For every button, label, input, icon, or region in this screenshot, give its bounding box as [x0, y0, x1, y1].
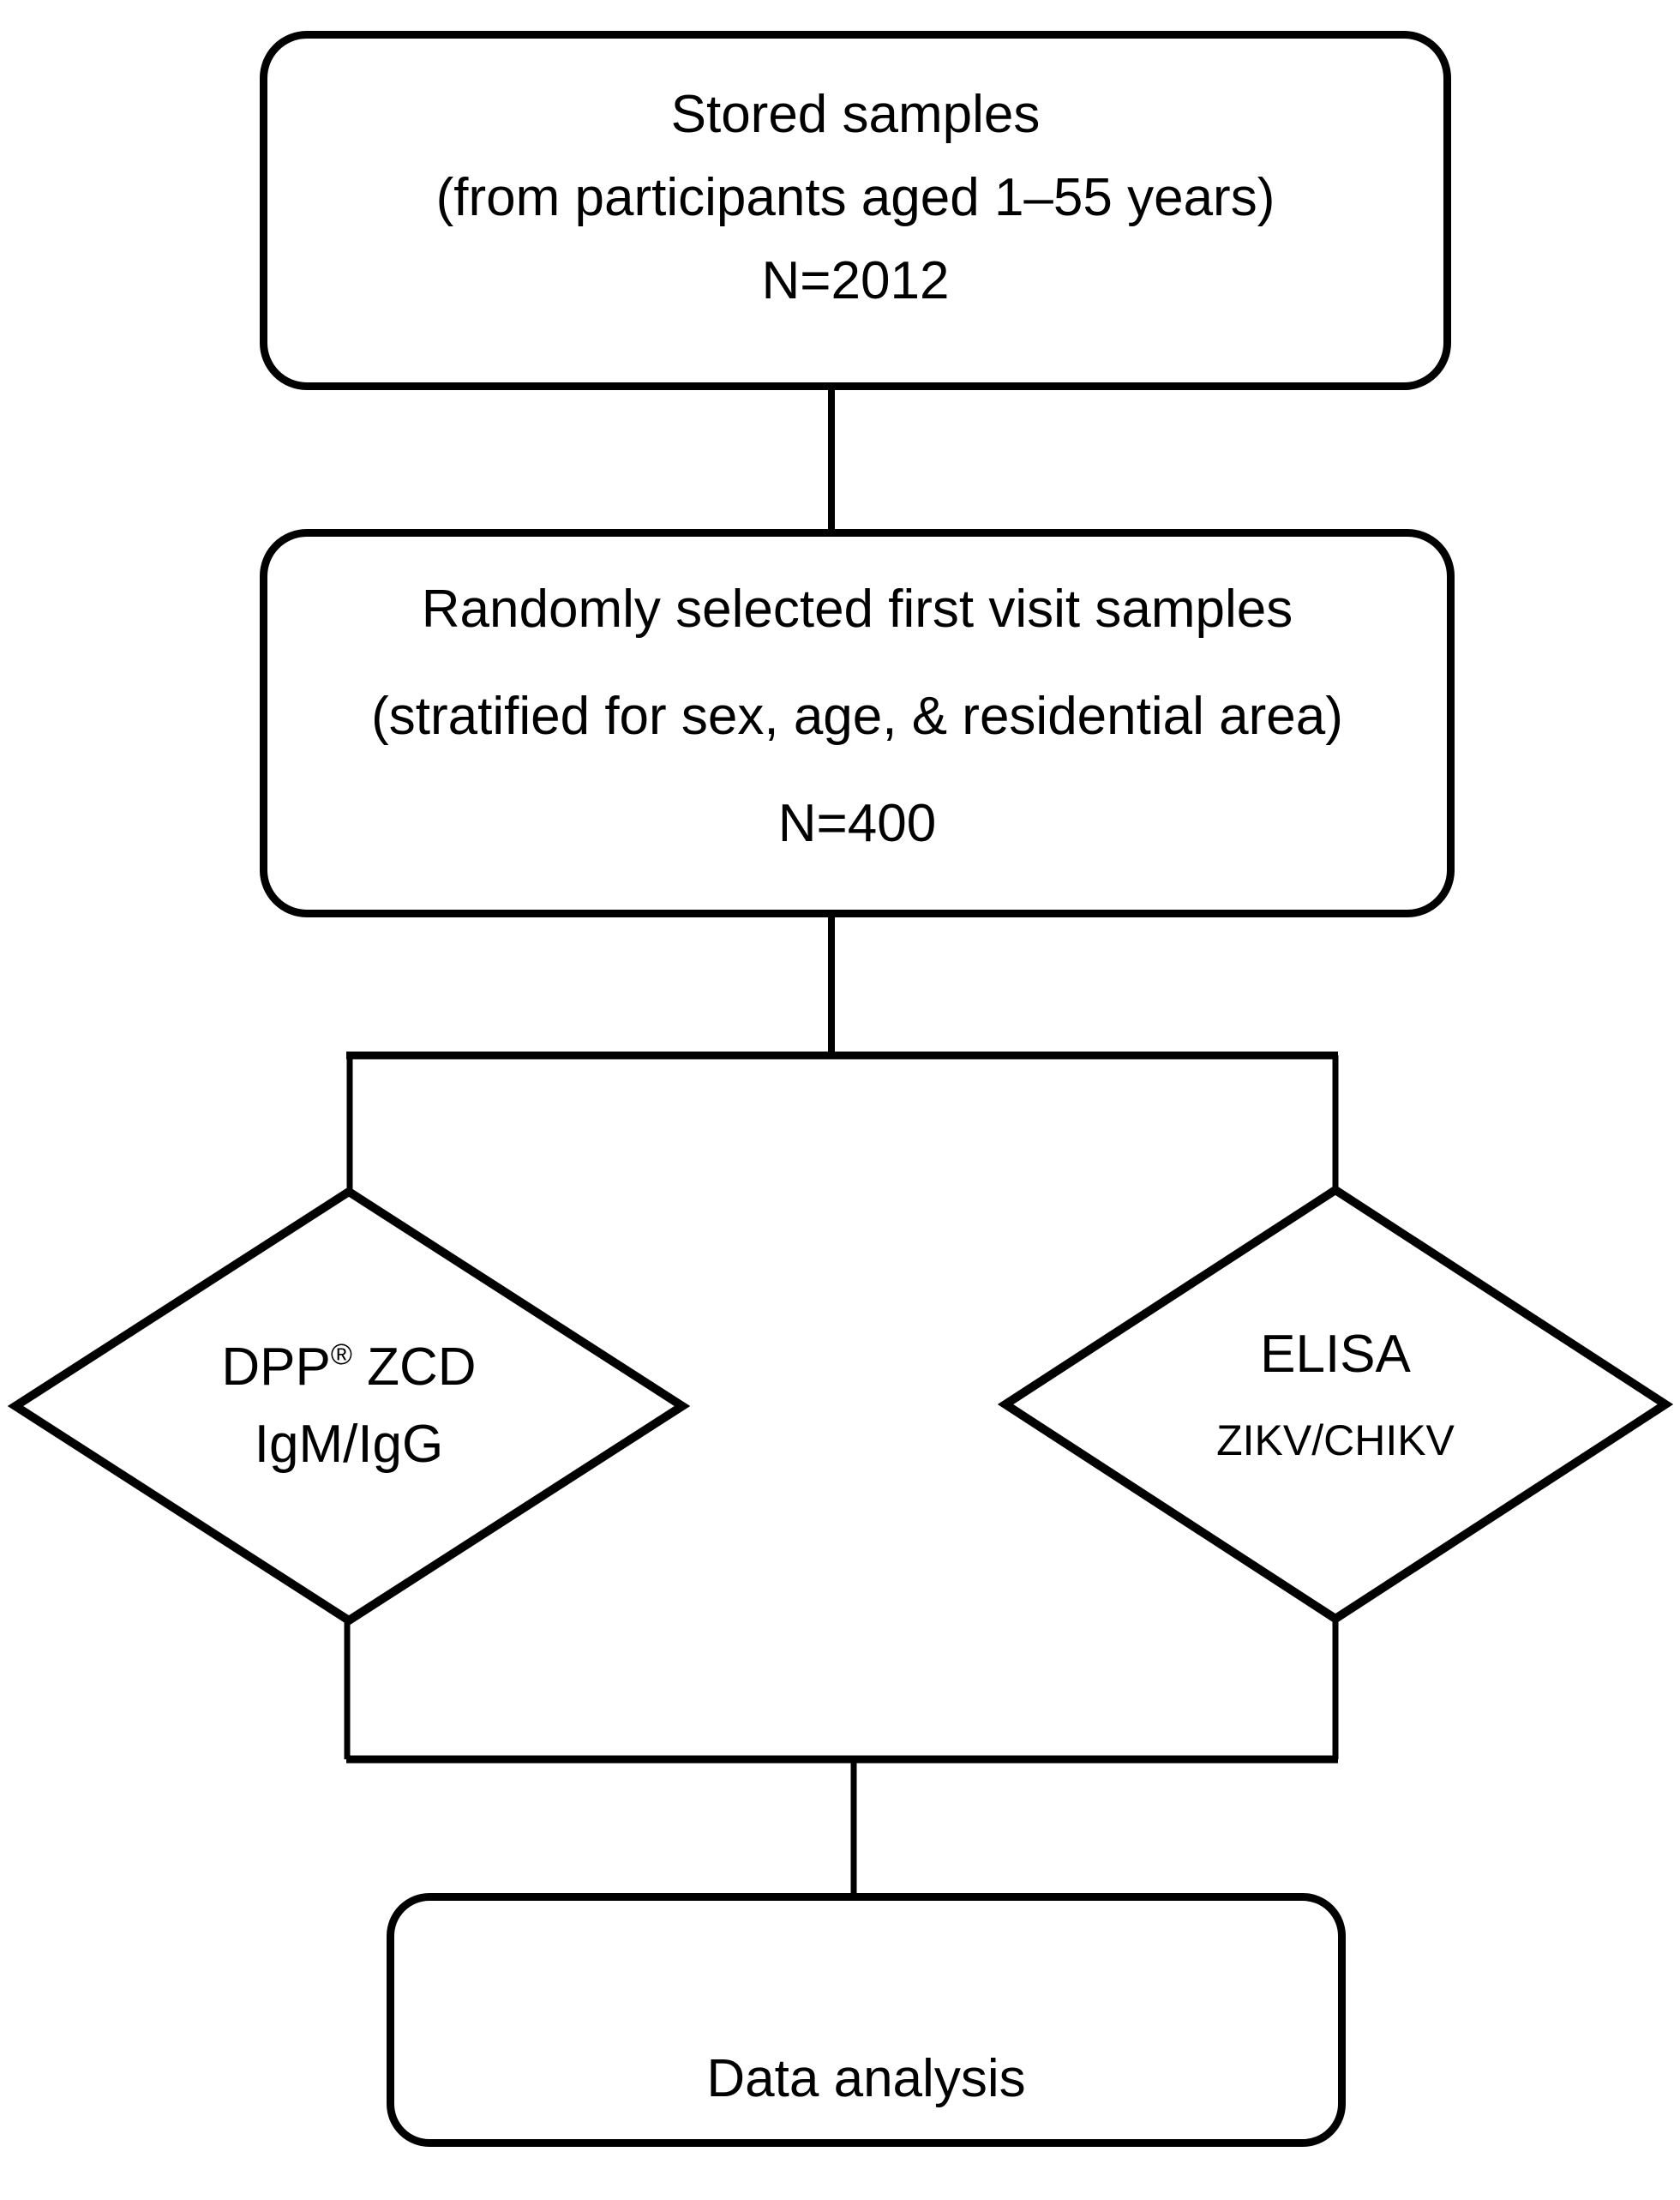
- selected-samples-count: N=400: [777, 794, 937, 853]
- selected-samples-box: Randomly selected first visit samples (s…: [260, 529, 1455, 917]
- dpp-diamond-title: DPP® ZCD: [15, 1312, 682, 1410]
- data-analysis-label: Data analysis: [706, 2049, 1026, 2108]
- elisa-diamond-subtitle: ZIKV/CHIKV: [1216, 1416, 1455, 1464]
- data-analysis-box: Data analysis: [387, 1893, 1346, 2147]
- stored-samples-title: Stored samples: [670, 85, 1041, 144]
- registered-trademark-symbol: ®: [330, 1338, 352, 1371]
- selected-samples-subtitle: (stratified for sex, age, & residential …: [371, 687, 1343, 746]
- stored-samples-subtitle: (from participants aged 1–55 years): [435, 168, 1275, 227]
- stored-samples-count: N=2012: [761, 251, 950, 310]
- dpp-diamond-subtitle: IgM/IgG: [254, 1415, 444, 1474]
- selected-samples-title: Randomly selected first visit samples: [421, 580, 1293, 639]
- elisa-diamond-title: ELISA: [1260, 1325, 1411, 1384]
- dpp-name: DPP: [221, 1337, 331, 1397]
- dpp-suffix: ZCD: [351, 1337, 477, 1397]
- stored-samples-box: Stored samples (from participants aged 1…: [260, 31, 1451, 390]
